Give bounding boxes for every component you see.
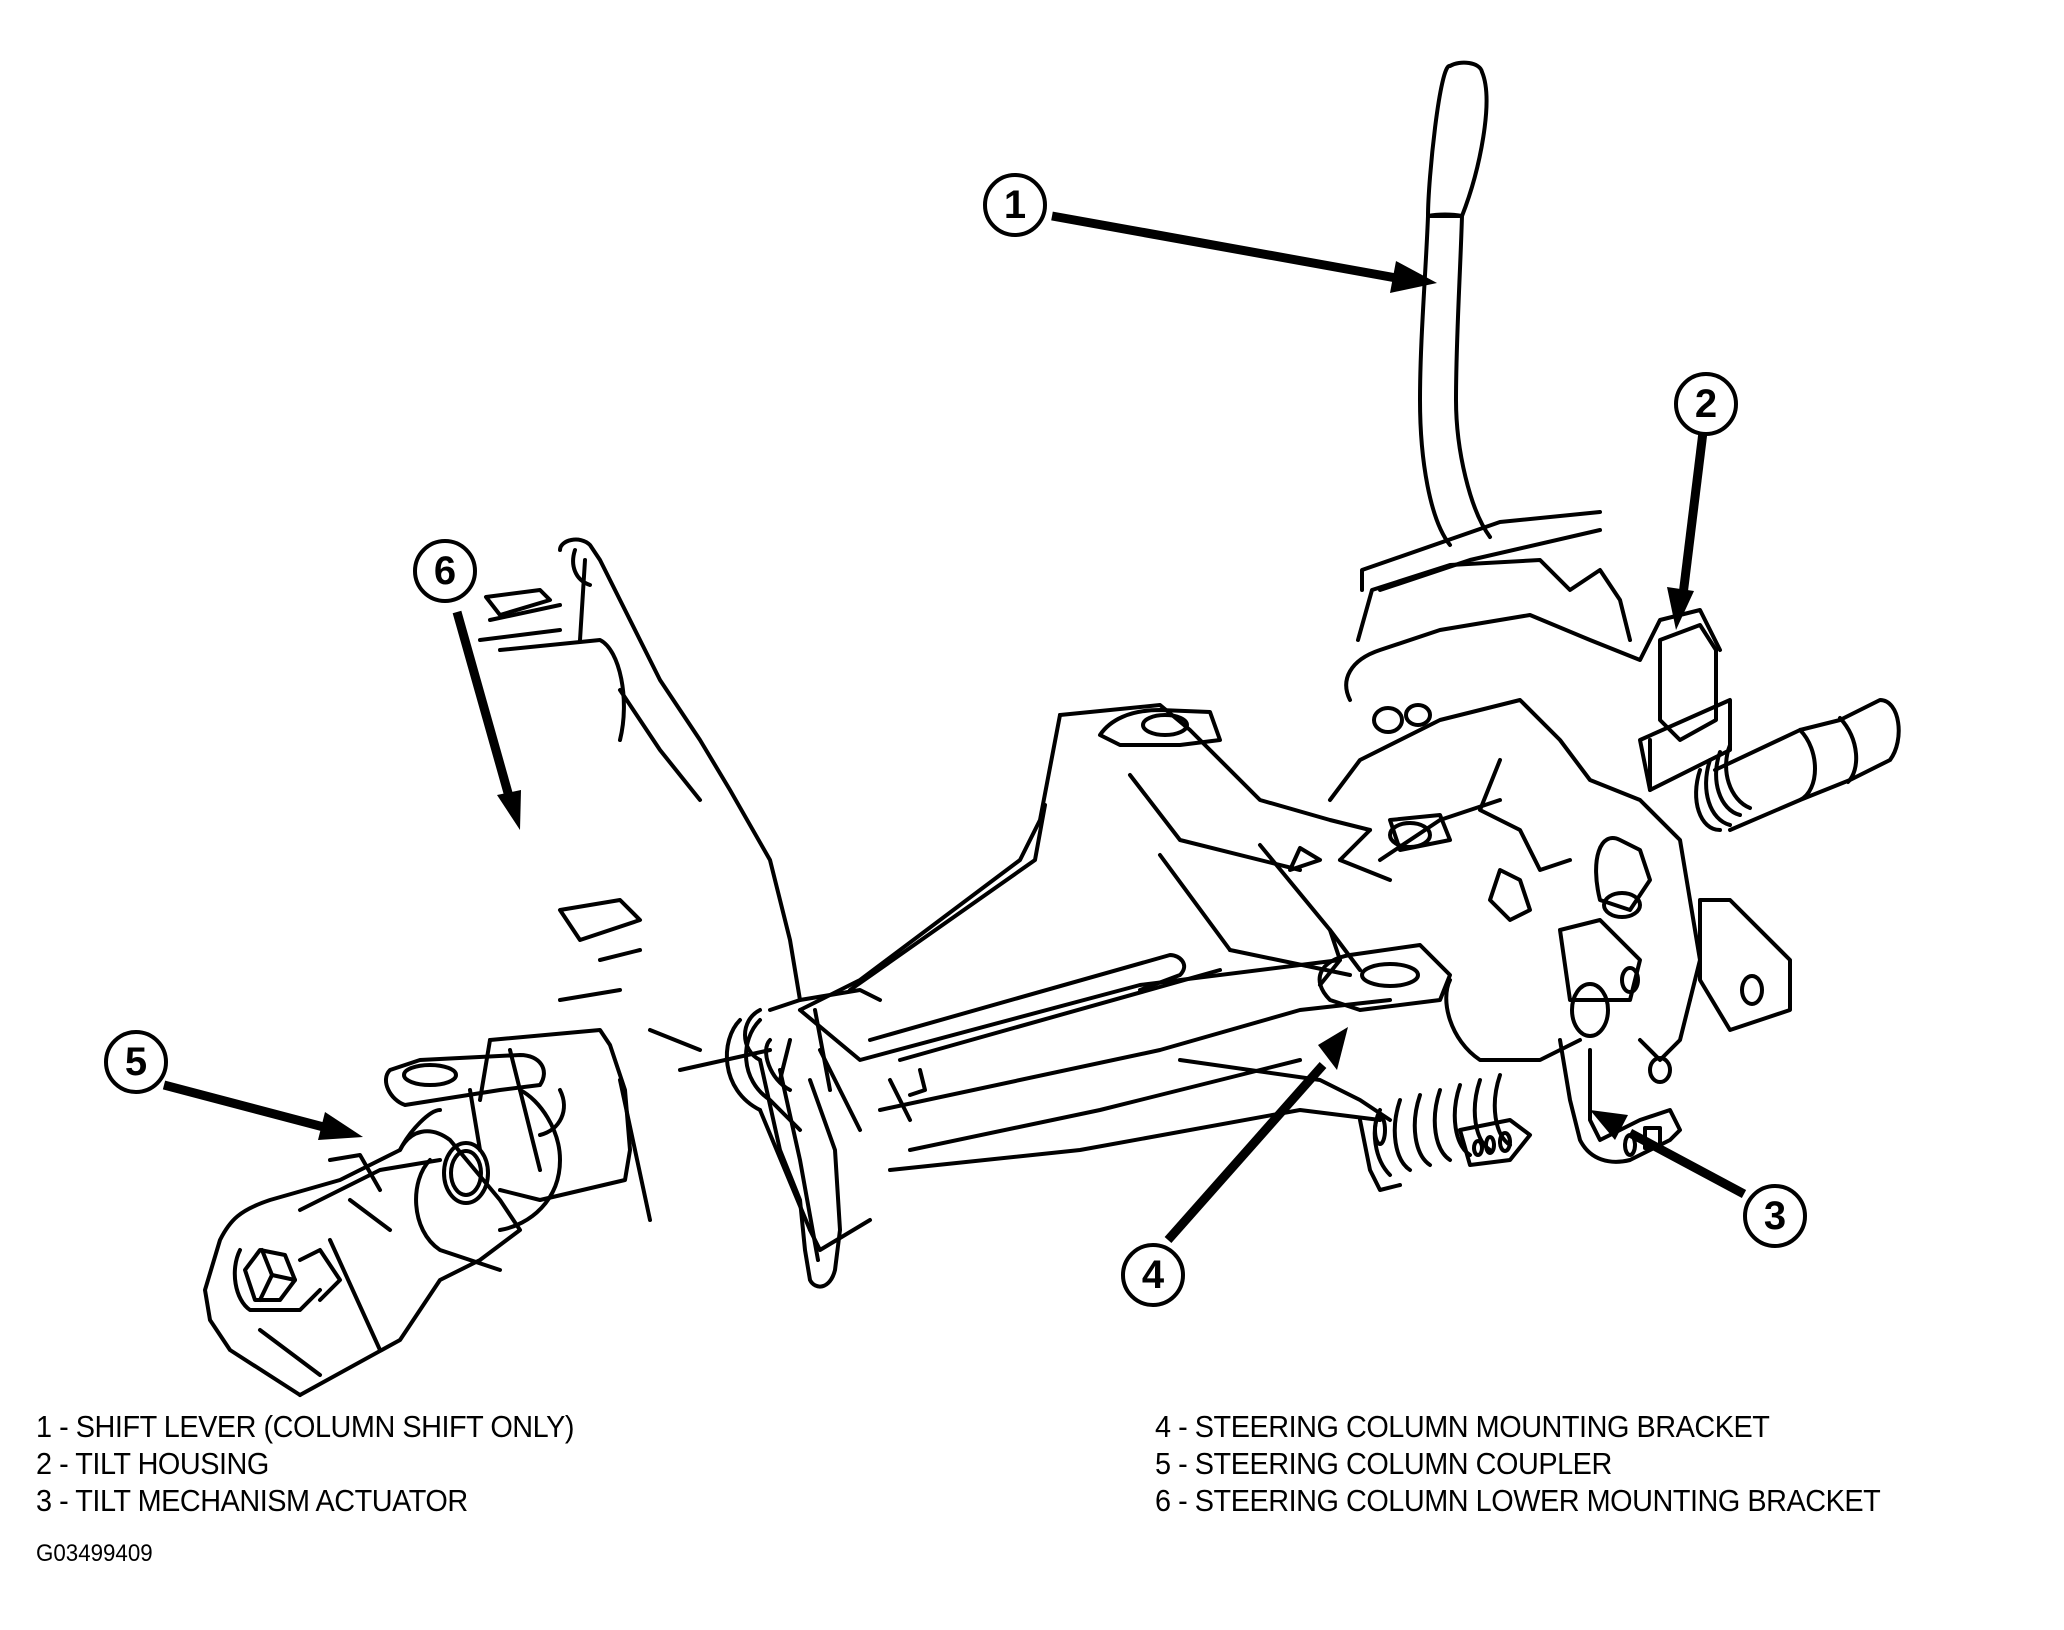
legend-item-2: 2 - TILT HOUSING xyxy=(36,1446,269,1481)
callout-5-circle xyxy=(104,1030,168,1094)
tilt-housing-drawing xyxy=(1328,558,1792,1084)
bellows-drawing xyxy=(1358,1073,1532,1192)
callout-6-circle xyxy=(413,539,477,603)
legend-item-5: 5 - STEERING COLUMN COUPLER xyxy=(1155,1446,1612,1481)
callout-2: 2 xyxy=(1667,372,1738,630)
callout-4-number: 4 xyxy=(1142,1253,1165,1297)
legend-item-6: 6 - STEERING COLUMN LOWER MOUNTING BRACK… xyxy=(1155,1483,1881,1518)
lower-bracket-drawing xyxy=(478,537,842,1289)
mounting-bracket-drawing xyxy=(798,703,1452,1172)
legend-left-column: 1 - SHIFT LEVER (COLUMN SHIFT ONLY) 2 - … xyxy=(36,1408,574,1519)
callout-4: 4 xyxy=(1121,1027,1348,1307)
figure-id: G03499409 xyxy=(36,1540,153,1567)
legend-item-1: 1 - SHIFT LEVER (COLUMN SHIFT ONLY) xyxy=(36,1409,574,1444)
callout-6: 6 xyxy=(413,539,521,830)
steering-column-diagram: 1 2 3 4 5 6 xyxy=(104,60,1901,1397)
legend-right-column: 4 - STEERING COLUMN MOUNTING BRACKET 5 -… xyxy=(1155,1408,1881,1519)
shift-lever-drawing xyxy=(1360,60,1602,592)
callout-4-circle xyxy=(1121,1243,1185,1307)
legend-item-3: 3 - TILT MECHANISM ACTUATOR xyxy=(36,1483,468,1518)
callout-3-circle xyxy=(1743,1184,1807,1248)
coupler-drawing xyxy=(203,988,632,1397)
upper-shaft-drawing xyxy=(1694,698,1901,832)
callout-1-circle xyxy=(983,173,1047,237)
legend-item-4: 4 - STEERING COLUMN MOUNTING BRACKET xyxy=(1155,1409,1770,1444)
callout-6-number: 6 xyxy=(434,549,456,593)
callout-2-circle xyxy=(1674,372,1738,436)
callout-1: 1 xyxy=(983,173,1437,293)
steering-column-artwork xyxy=(203,60,1901,1397)
callout-5: 5 xyxy=(104,1030,363,1140)
callout-5-number: 5 xyxy=(125,1040,147,1084)
callout-3: 3 xyxy=(1590,1110,1807,1248)
callout-1-number: 1 xyxy=(1004,183,1026,227)
callout-3-number: 3 xyxy=(1764,1194,1786,1238)
callout-2-number: 2 xyxy=(1695,382,1717,426)
column-tube-drawing xyxy=(618,988,882,1252)
